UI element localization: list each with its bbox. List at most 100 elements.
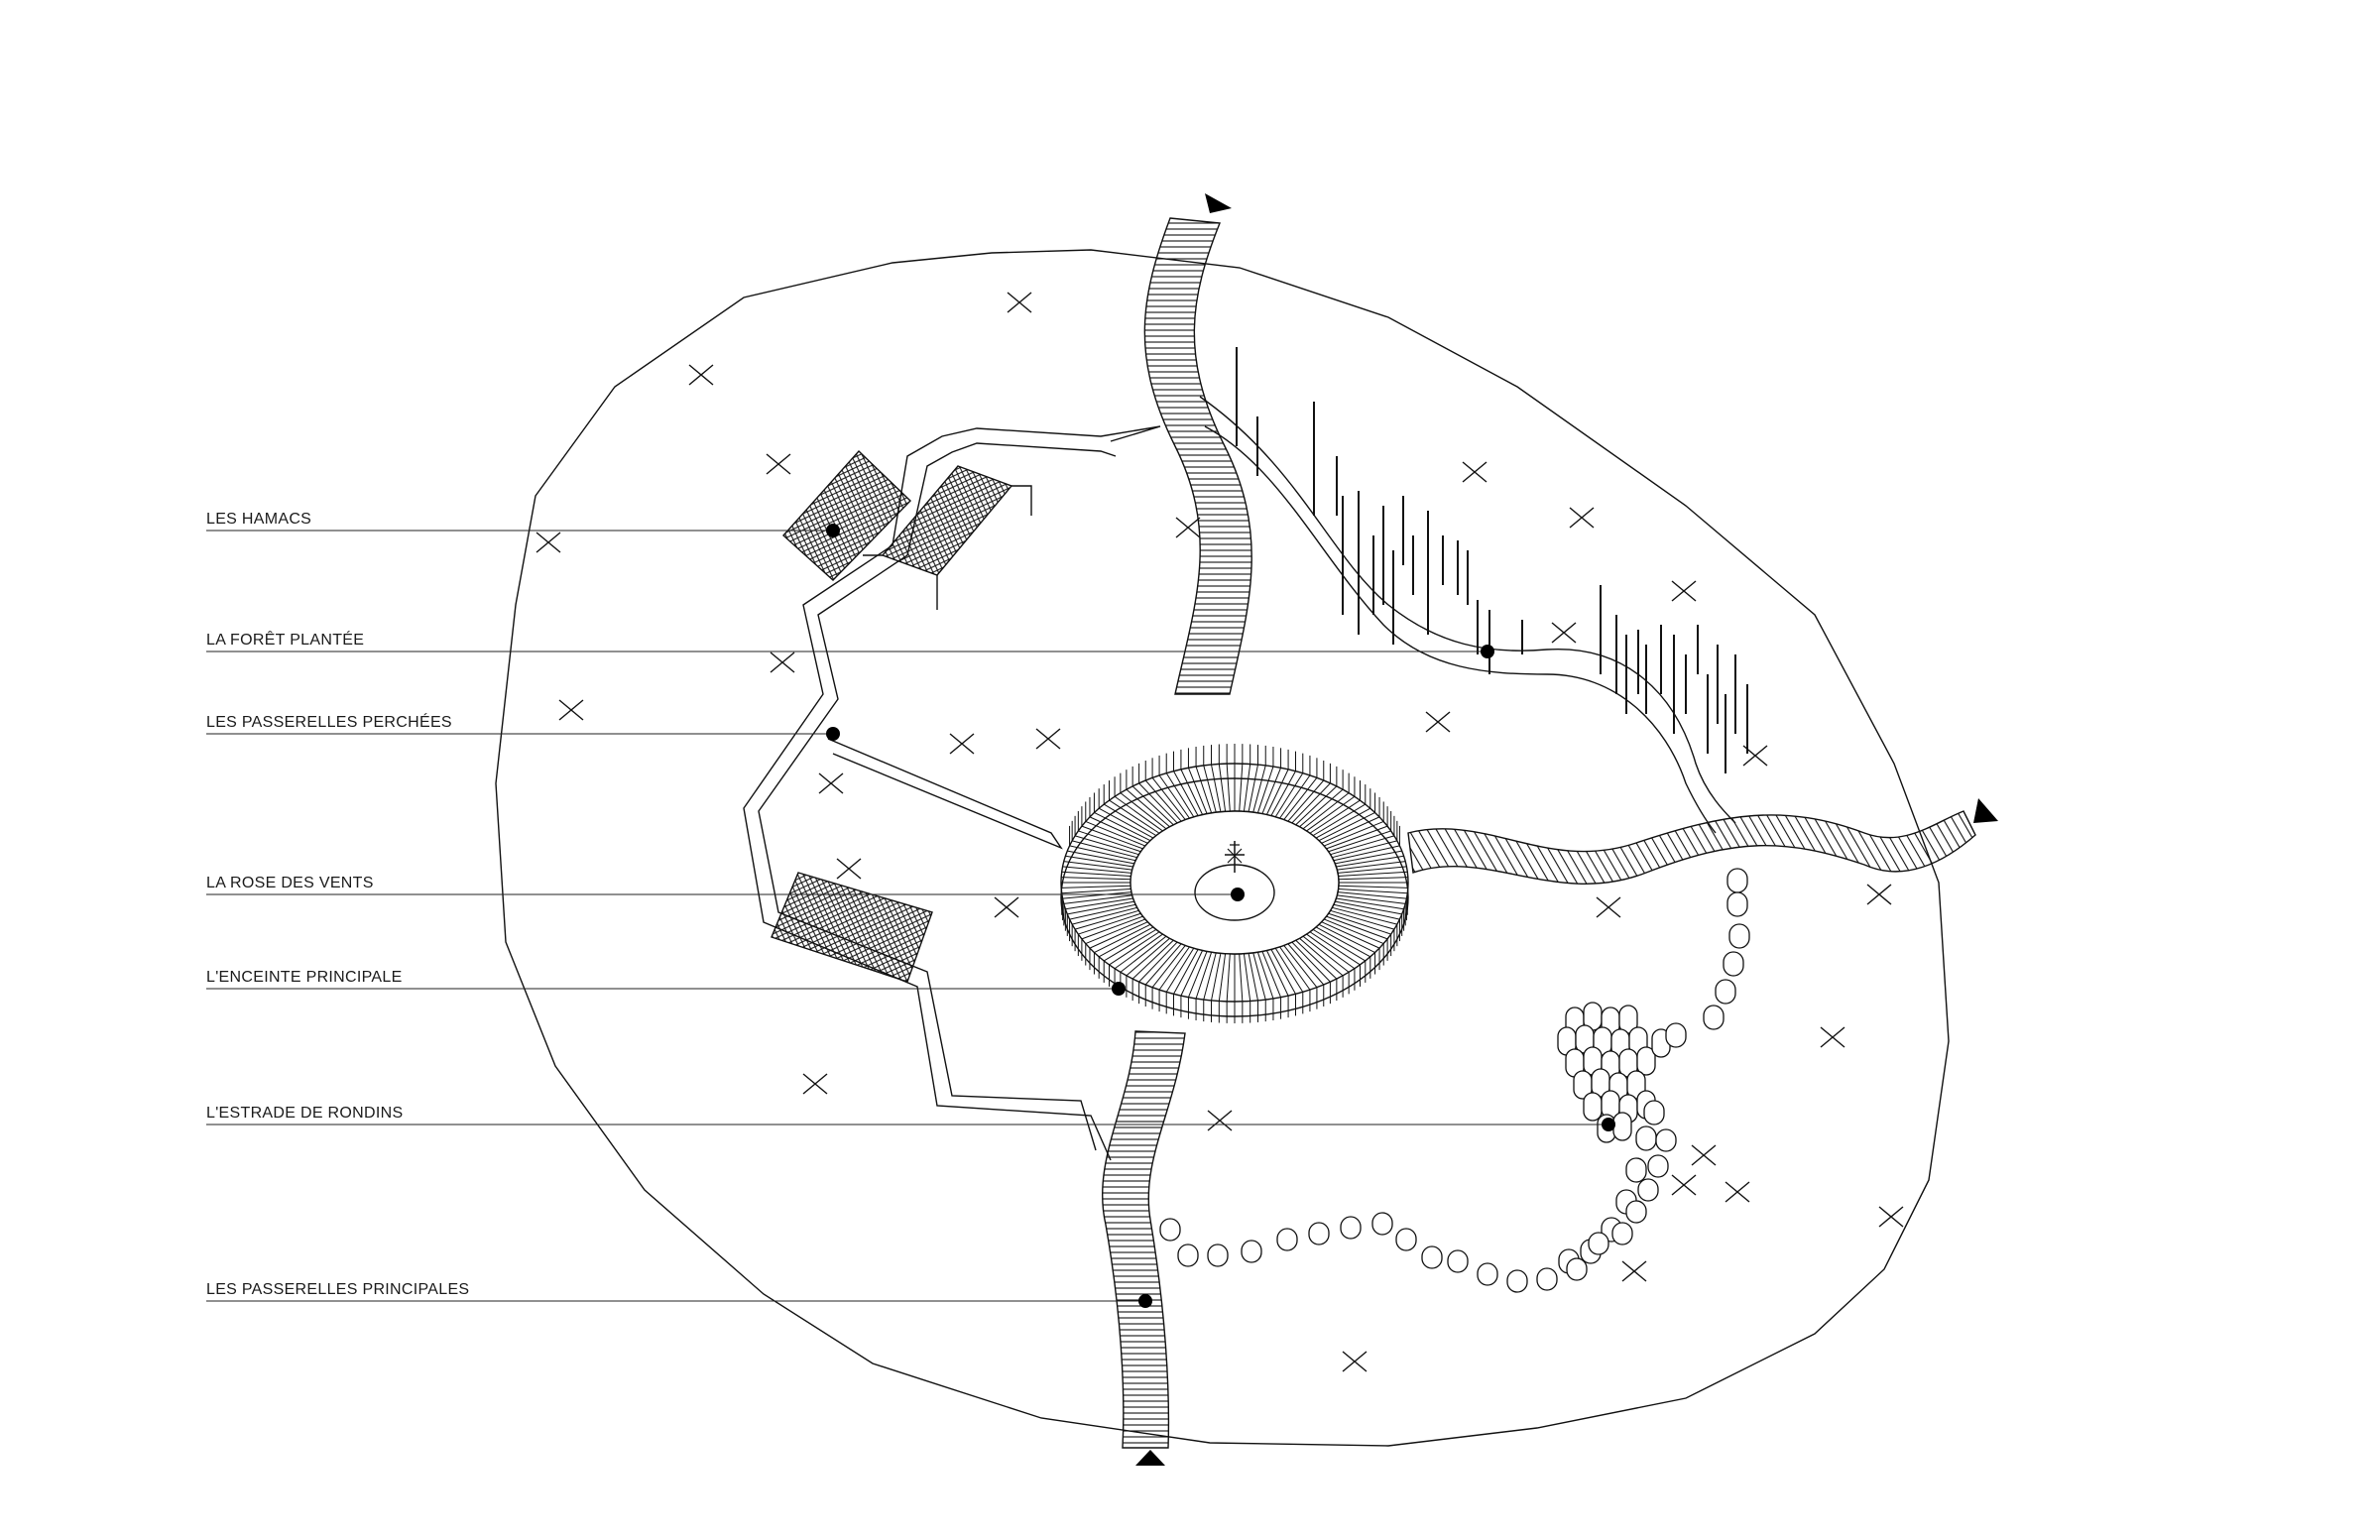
log-round xyxy=(1612,1112,1632,1141)
cross-icon xyxy=(836,858,862,880)
log-round xyxy=(1647,1154,1669,1178)
cross-icon xyxy=(688,364,714,386)
cross-icon xyxy=(766,453,791,475)
cross-icon xyxy=(558,699,584,721)
log-round xyxy=(1655,1128,1677,1152)
log-round xyxy=(1588,1232,1609,1255)
perched-walkway-inner xyxy=(758,442,1117,1151)
dot-icon xyxy=(1138,1294,1152,1308)
cross-icon xyxy=(1035,728,1061,750)
cross-icon xyxy=(1691,1144,1717,1166)
cross-icon xyxy=(1342,1351,1368,1372)
main-walkway-north xyxy=(1143,217,1252,695)
planted-forest xyxy=(1236,347,1748,773)
cross-icon xyxy=(770,652,795,673)
cross-icon xyxy=(536,532,561,553)
legend-label-rose: LA ROSE DES VENTS xyxy=(206,875,374,891)
dot-icon xyxy=(1231,888,1245,901)
log-round xyxy=(1715,979,1736,1005)
log-round xyxy=(1625,1200,1647,1224)
cross-icon xyxy=(1878,1206,1904,1228)
log-round xyxy=(1421,1245,1443,1269)
log-round xyxy=(1395,1228,1417,1251)
triangle-arrow-icon xyxy=(1205,193,1232,213)
main-enclosure xyxy=(1060,744,1409,1023)
cross-icon xyxy=(1425,711,1451,733)
perched-walkway xyxy=(743,425,1161,1161)
dot-icon xyxy=(1602,1118,1615,1131)
hammock xyxy=(881,465,1013,576)
cross-icon xyxy=(1866,884,1892,905)
enclosure-slats xyxy=(1061,744,1408,1023)
log-round xyxy=(1703,1005,1725,1030)
legend-label-perchees: LES PASSERELLES PERCHÉES xyxy=(206,712,452,731)
log-round xyxy=(1566,1257,1588,1281)
cross-icon xyxy=(1175,517,1201,538)
main-walkway-south xyxy=(1102,1030,1186,1449)
cross-icon xyxy=(818,772,844,794)
log-round xyxy=(1728,923,1750,949)
cross-icon xyxy=(1596,896,1621,918)
log-round xyxy=(1308,1222,1330,1245)
cross-icon xyxy=(802,1073,828,1095)
log-round xyxy=(1636,1046,1656,1076)
forest-path-edge xyxy=(1204,425,1717,834)
cross-icon xyxy=(1820,1026,1845,1048)
cross-icon xyxy=(1671,1174,1697,1196)
cross-icon xyxy=(949,733,975,755)
log-round xyxy=(1583,1092,1603,1122)
log-round xyxy=(1625,1157,1647,1183)
dot-icon xyxy=(1112,982,1126,996)
log-round xyxy=(1536,1267,1558,1291)
cross-icon xyxy=(1569,507,1595,529)
dot-icon xyxy=(826,727,840,741)
forest-path xyxy=(1199,396,1736,824)
cross-icon xyxy=(1551,622,1577,644)
cross-icon xyxy=(1207,1110,1233,1131)
compass-rose-icon xyxy=(1225,841,1245,873)
legend-label-estrade: L'ESTRADE DE RONDINS xyxy=(206,1105,403,1122)
cross-icon xyxy=(1725,1181,1750,1203)
hammocks xyxy=(771,449,1032,983)
legend-label-hamacs: LES HAMACS xyxy=(206,511,311,528)
log-platform xyxy=(1159,868,1750,1293)
cross-icon xyxy=(1621,1260,1647,1282)
cross-icon xyxy=(1671,580,1697,602)
legend-label-foret: LA FORÊT PLANTÉE xyxy=(206,630,364,649)
legend-label-principales: LES PASSERELLES PRINCIPALES xyxy=(206,1281,469,1298)
log-round xyxy=(1726,868,1748,893)
log-round xyxy=(1177,1244,1199,1267)
cross-icon xyxy=(1007,292,1032,313)
log-round xyxy=(1207,1244,1229,1267)
log-round xyxy=(1447,1249,1469,1273)
log-round xyxy=(1241,1240,1262,1263)
log-round xyxy=(1506,1269,1528,1293)
cross-icon xyxy=(994,896,1019,918)
log-round xyxy=(1159,1218,1181,1242)
log-round xyxy=(1726,891,1748,917)
log-round xyxy=(1340,1216,1362,1240)
site-boundary xyxy=(495,249,1950,1447)
log-round xyxy=(1611,1222,1633,1245)
log-round xyxy=(1665,1022,1687,1048)
legend: LES HAMACS LA FORÊT PLANTÉE LES PASSEREL… xyxy=(206,511,1615,1308)
dot-icon xyxy=(826,524,840,537)
triangle-arrow-icon xyxy=(1973,798,1998,823)
log-round xyxy=(1723,951,1744,977)
tree-markers xyxy=(536,292,1904,1372)
hammock xyxy=(782,449,911,581)
log-round xyxy=(1477,1262,1498,1286)
log-round xyxy=(1371,1212,1393,1236)
log-round xyxy=(1635,1125,1657,1151)
triangle-arrow-icon xyxy=(1135,1450,1165,1466)
hammock xyxy=(771,872,933,983)
cross-icon xyxy=(1462,461,1488,483)
log-round xyxy=(1276,1228,1298,1251)
log-round xyxy=(1643,1100,1665,1125)
perched-walkway-branch xyxy=(827,738,1063,850)
legend-label-enceinte: L'ENCEINTE PRINCIPALE xyxy=(206,969,403,986)
cross-icon xyxy=(1742,745,1768,767)
main-walkway-east xyxy=(1407,810,1976,885)
dot-icon xyxy=(1481,645,1494,658)
